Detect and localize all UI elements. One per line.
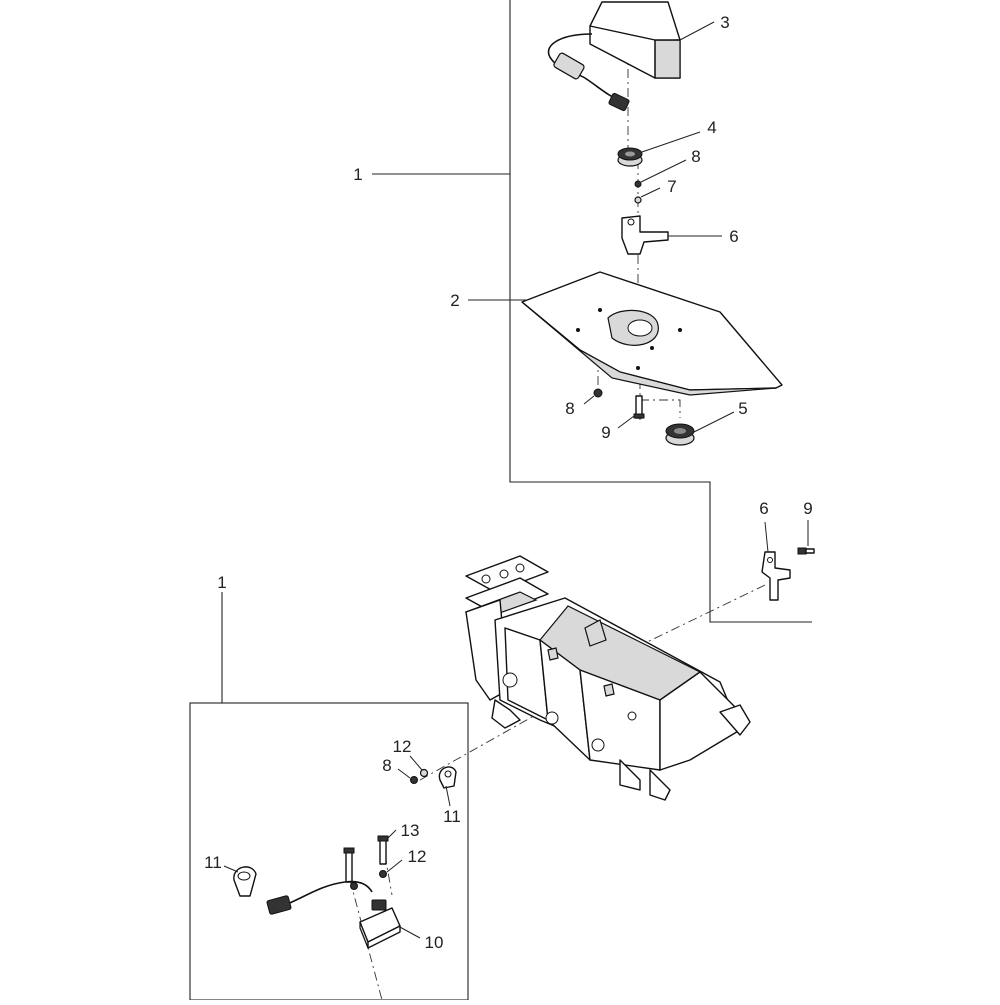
callout-8: 8 xyxy=(382,756,391,775)
sensor-part xyxy=(266,880,401,949)
washer-part xyxy=(379,870,387,878)
control-box-part xyxy=(547,1,681,112)
callout-8: 8 xyxy=(565,399,574,418)
nut-part xyxy=(593,388,603,398)
callout-10: 10 xyxy=(425,933,444,952)
leader-line xyxy=(445,785,451,807)
bolt-part xyxy=(797,547,815,555)
cable-clip-part xyxy=(233,866,257,897)
leader-line xyxy=(617,415,635,429)
callout-3: 3 xyxy=(720,13,729,32)
callout-12: 12 xyxy=(408,847,427,866)
callout-11: 11 xyxy=(443,807,461,826)
leader-line xyxy=(693,411,735,433)
axis-line xyxy=(640,399,681,418)
leader-line xyxy=(409,755,423,771)
top-assembly-frame xyxy=(509,0,812,623)
axis-line xyxy=(547,584,766,691)
bracket-part xyxy=(621,215,669,255)
leader-line xyxy=(641,131,701,153)
nut-part xyxy=(634,180,642,188)
leader-line xyxy=(640,159,687,183)
washer-part xyxy=(350,882,358,890)
axis-line xyxy=(419,707,549,781)
cable-clip-part xyxy=(438,766,457,789)
chassis-frame-part xyxy=(464,555,751,801)
callout-1: 1 xyxy=(217,573,226,592)
callout-4: 4 xyxy=(707,118,716,137)
leader-line xyxy=(223,865,239,873)
leader-line xyxy=(640,187,661,198)
callout-11: 11 xyxy=(204,853,222,872)
leader-line xyxy=(386,859,403,873)
callout-12: 12 xyxy=(393,737,412,756)
leader-line xyxy=(764,521,769,553)
callout-9: 9 xyxy=(803,499,812,518)
grommet-part xyxy=(617,147,643,167)
leader-line xyxy=(397,768,411,779)
callout-5: 5 xyxy=(738,399,747,418)
callout-2: 2 xyxy=(450,291,459,310)
leader-line xyxy=(387,829,397,839)
bracket-part xyxy=(761,551,791,601)
callout-6: 6 xyxy=(729,227,738,246)
washer-part xyxy=(634,196,642,204)
nut-part xyxy=(410,776,418,784)
bolt-part xyxy=(633,395,645,419)
bolt-part xyxy=(343,847,355,883)
callout-1: 1 xyxy=(353,165,362,184)
callout-8: 8 xyxy=(691,147,700,166)
leader-line xyxy=(583,395,595,405)
callout-13: 13 xyxy=(401,821,420,840)
leader-line xyxy=(397,925,421,939)
grommet-part xyxy=(665,423,695,446)
callout-6: 6 xyxy=(759,499,768,518)
cover-plate-part xyxy=(521,271,783,396)
washer-part xyxy=(419,768,429,778)
bolt-part xyxy=(377,835,389,865)
leader-line xyxy=(679,21,715,41)
callout-7: 7 xyxy=(667,177,676,196)
callout-9: 9 xyxy=(601,423,610,442)
